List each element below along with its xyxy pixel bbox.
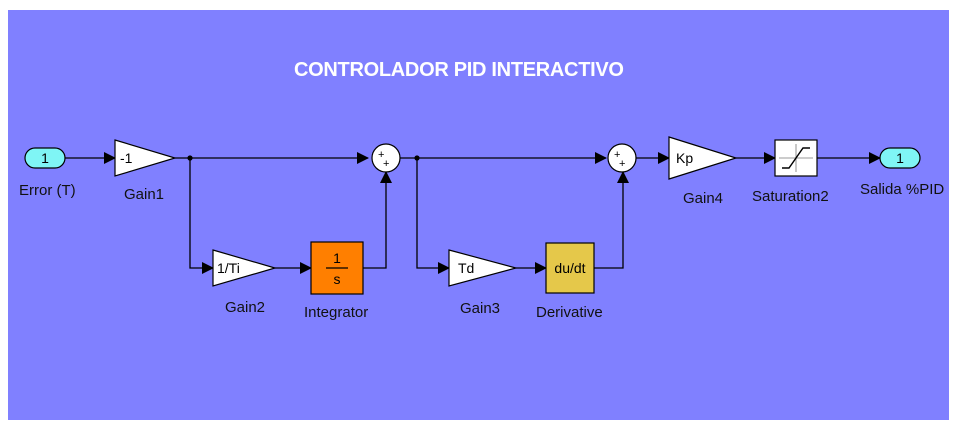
gain1-value: -1: [120, 150, 133, 166]
gain4-value: Kp: [676, 150, 693, 166]
gain3-block[interactable]: Td: [448, 249, 519, 287]
svg-text:+: +: [378, 149, 384, 161]
branch-point-2: [414, 155, 420, 161]
signal-branch-gain2: [189, 158, 214, 274]
gain4-block[interactable]: Kp: [668, 136, 739, 180]
saturation-label: Saturation2: [752, 188, 829, 205]
derivative-text: du/dt: [554, 260, 585, 276]
saturation-block[interactable]: [774, 139, 818, 177]
outport-number: 1: [896, 150, 904, 166]
gain2-block[interactable]: 1/Ti: [212, 249, 278, 287]
svg-text:+: +: [383, 158, 389, 170]
gain4-label: Gain4: [683, 190, 724, 207]
svg-text:+: +: [619, 158, 625, 170]
inport-icon: [24, 147, 66, 169]
signal-derivative-sum2: [594, 171, 629, 269]
block-diagram: 1 -1 + + 1/Ti 1 s Td: [24, 136, 921, 295]
integrator-denominator: s: [334, 271, 341, 287]
outport-label: Salida %PID: [860, 181, 945, 198]
derivative-block[interactable]: du/dt: [545, 242, 595, 294]
saturation-icon: [779, 144, 813, 172]
diagram-title: CONTROLADOR PID INTERACTIVO: [294, 59, 624, 81]
sum2-block[interactable]: + +: [607, 143, 637, 173]
simulink-canvas[interactable]: CONTROLADOR PID INTERACTIVO: [8, 10, 949, 420]
integrator-numerator: 1: [333, 250, 341, 266]
gain-icon: [212, 249, 278, 287]
inport-number: 1: [41, 150, 49, 166]
gain-icon: [114, 139, 178, 177]
sum-icon: [607, 143, 637, 173]
branch-point-1: [187, 155, 193, 161]
gain1-label: Gain1: [124, 186, 165, 203]
gain-icon: [448, 249, 519, 287]
signal-branch-gain3: [416, 158, 450, 274]
sum1-block[interactable]: + +: [371, 143, 401, 173]
outport-block[interactable]: 1: [879, 147, 921, 169]
gain3-value: Td: [458, 260, 474, 276]
signal-lines: [65, 152, 881, 274]
outport-icon: [879, 147, 921, 169]
inport-label: Error (T): [19, 182, 76, 199]
integrator-label: Integrator: [304, 304, 369, 321]
derivative-label: Derivative: [536, 304, 603, 321]
signal-integrator-sum1: [363, 171, 392, 269]
gain2-value: 1/Ti: [217, 260, 240, 276]
svg-text:+: +: [614, 149, 620, 161]
inport-block[interactable]: 1: [24, 147, 66, 169]
sum-icon: [371, 143, 401, 173]
gain2-label: Gain2: [225, 299, 266, 316]
gain1-block[interactable]: -1: [114, 139, 178, 177]
gain-icon: [668, 136, 739, 180]
integrator-block[interactable]: 1 s: [310, 241, 364, 295]
gain3-label: Gain3: [460, 300, 501, 317]
